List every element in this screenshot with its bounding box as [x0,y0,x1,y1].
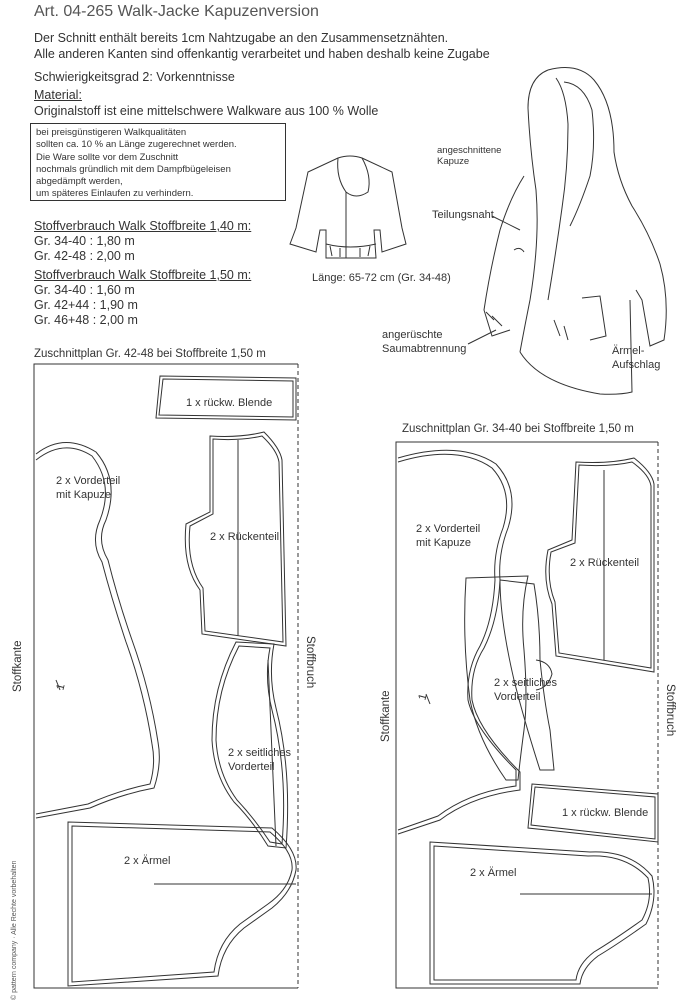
hood-label-line-1: angeschnittene [437,145,502,156]
stoffbruch-label: Stoffbruch [664,684,676,737]
note-line: sollten ca. 10 % an Länge zugerechnet we… [36,139,237,151]
consumption-row: Gr. 34-40 : 1,80 m [34,234,135,248]
piece-label-line: Vorderteil [494,691,541,703]
piece-seitlich-label: 2 x seitliches Vorderteil [494,676,557,704]
piece-vorderteil-label: 2 x Vorderteil mit Kapuze [416,522,480,550]
difficulty-level: Schwierigkeitsgrad 2: Vorkenntnisse [34,70,235,84]
copyright-note: © pattern company · Alle Rechte vorbehal… [11,860,18,1000]
seam-label: Teilungsnaht [432,209,494,221]
stoffbruch-label: Stoffbruch [304,636,316,689]
piece-aermel-label: 2 x Ärmel [124,855,171,867]
piece-label-line: Vorderteil [228,761,275,773]
cuff-label: Ärmel- Aufschlag [612,344,660,372]
page-title: Art. 04-265 Walk-Jacke Kapuzenversion [34,3,319,20]
piece-rueckenteil-label: 2 x Rückenteil [570,557,640,569]
piece-label-line: 2 x Vorderteil [56,475,121,487]
consumption-row: Gr. 42-48 : 2,00 m [34,249,135,263]
piece-vorderteil-label: 2 x Vorderteil mit Kapuze [56,474,120,502]
piece-label-line: mit Kapuze [416,537,472,549]
layout-large-pieces [35,375,297,987]
note-line: abgedämpft werden, [36,176,123,188]
cuff-label-line-2: Aufschlag [612,359,661,371]
fabric-note-box: bei preisgünstigeren Walkqualitäten soll… [30,123,286,201]
stoffkante-label: Stoffkante [380,690,392,742]
layout-small-title: Zuschnittplan Gr. 34-40 bei Stoffbreite … [402,423,634,435]
piece-label-line: 2 x seitliches [494,677,557,689]
piece-blende-label: 1 x rückw. Blende [562,807,649,819]
piece-rueckenteil-label: 2 x Rückenteil [210,531,280,543]
stoffkante-label: Stoffkante [12,640,24,692]
consumption-row: Gr. 46+48 : 2,00 m [34,313,138,327]
length-note: Länge: 65-72 cm (Gr. 34-48) [312,272,451,284]
hem-label-line-1: angerüschte [382,329,443,341]
layout-small-frame [395,441,659,989]
consumption-140-heading: Stoffverbrauch Walk Stoffbreite 1,40 m: [34,219,252,233]
consumption-row: Gr. 34-40 : 1,60 m [34,283,135,297]
piece-label-line: 2 x Vorderteil [416,523,481,535]
piece-blende-label: 1 x rückw. Blende [186,397,273,409]
jacket-illustration [483,67,667,395]
hem-label-line-2: Saumabtrennung [382,343,467,355]
intro-line-1: Der Schnitt enthält bereits 1cm Nahtzuga… [34,31,449,45]
intro-line-2: Alle anderen Kanten sind offenkantig ver… [34,47,490,61]
piece-label-line: 2 x seitliches [228,747,291,759]
note-line: bei preisgünstigeren Walkqualitäten [36,127,187,138]
intro-text: Der Schnitt enthält bereits 1cm Nahtzuga… [34,30,490,62]
hood-label-line-2: Kapuze [437,156,470,167]
note-line: Die Ware sollte vor dem Zuschnitt [36,151,179,163]
hem-label: angerüschte Saumabtrennung [382,328,466,356]
layout-large-frame [33,363,299,989]
hood-label: angeschnittene Kapuze [437,145,501,167]
consumption-row: Gr. 42+44 : 1,90 m [34,298,138,312]
cuff-label-line-1: Ärmel- [612,345,645,357]
layout-large-title: Zuschnittplan Gr. 42-48 bei Stoffbreite … [34,348,266,360]
consumption-150-heading: Stoffverbrauch Walk Stoffbreite 1,50 m: [34,268,252,282]
consumption-140: Stoffverbrauch Walk Stoffbreite 1,40 m: … [34,219,251,264]
piece-seitlich-label: 2 x seitliches Vorderteil [228,746,291,774]
piece-aermel-label: 2 x Ärmel [470,867,517,879]
jacket-flat-sketch [289,155,407,259]
material-heading: Material: [34,88,82,102]
material-text: Originalstoff ist eine mittelschwere Wal… [34,104,379,118]
layout-small-pieces [397,449,659,985]
note-line: um späteres Einlaufen zu verhindern. [36,188,194,200]
piece-label-line: mit Kapuze [56,489,112,501]
note-line: nochmals gründlich mit dem Dampfbügeleis… [36,163,231,175]
consumption-150: Stoffverbrauch Walk Stoffbreite 1,50 m: … [34,268,251,328]
